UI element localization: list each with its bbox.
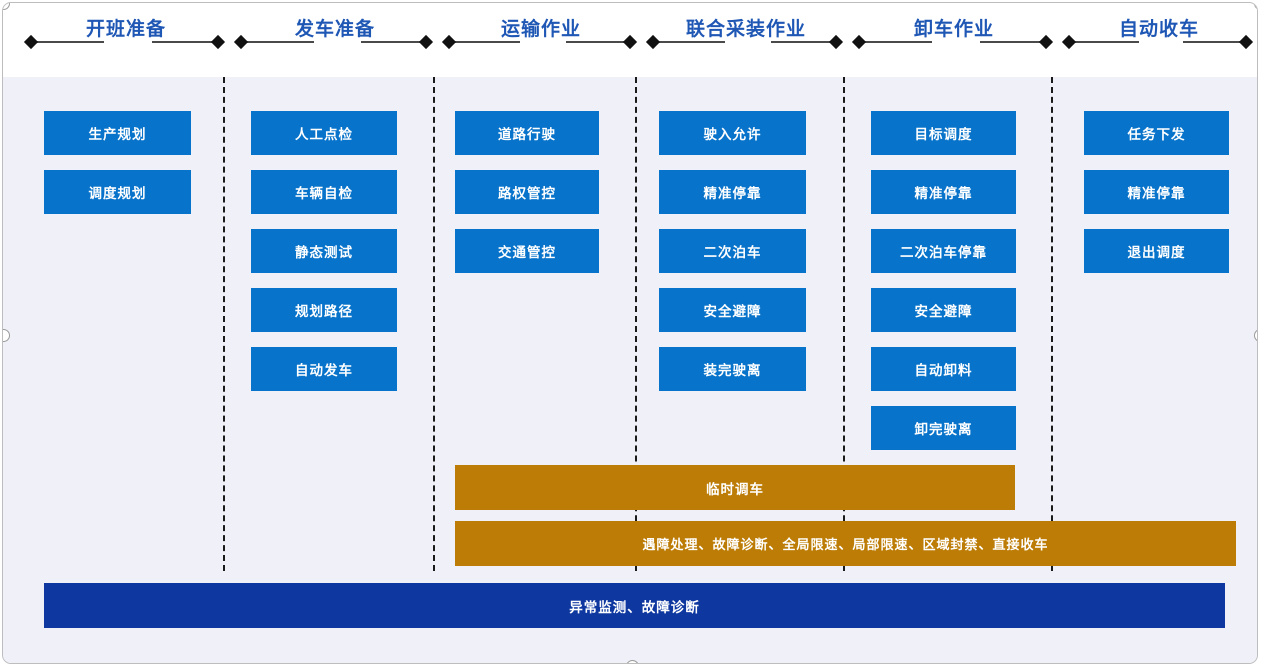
process-box[interactable]: 人工点检	[251, 111, 397, 155]
column-separator-3	[635, 77, 637, 571]
column-separator-2	[433, 77, 435, 571]
process-column-5: 目标调度精准停靠二次泊车停靠安全避障自动卸料卸完驶离	[871, 77, 1016, 571]
connector-line-right	[360, 41, 423, 43]
connector-diamond-right	[1038, 34, 1054, 50]
stage-1[interactable]: 开班准备	[21, 3, 231, 77]
connector-line-right	[565, 41, 627, 43]
process-box[interactable]: 精准停靠	[871, 170, 1016, 214]
process-box[interactable]: 卸完驶离	[871, 406, 1016, 450]
process-box[interactable]: 路权管控	[455, 170, 599, 214]
connector-line-left	[33, 41, 105, 43]
stage-connector	[849, 34, 1059, 50]
process-box[interactable]: 车辆自检	[251, 170, 397, 214]
stage-header: 开班准备 发车准备 运输作业 联合采装作业 卸车作业 自动收车	[3, 3, 1257, 77]
connector-line-left	[243, 41, 314, 43]
process-box[interactable]: 安全避障	[871, 288, 1016, 332]
connector-diamond-right	[622, 34, 638, 50]
stage-2[interactable]: 发车准备	[231, 3, 439, 77]
stage-connector	[231, 34, 439, 50]
process-box[interactable]: 二次泊车停靠	[871, 229, 1016, 273]
process-box[interactable]: 静态测试	[251, 229, 397, 273]
process-box[interactable]: 精准停靠	[1084, 170, 1229, 214]
connector-diamond-left	[441, 34, 457, 50]
process-column-2: 人工点检车辆自检静态测试规划路径自动发车	[251, 77, 397, 571]
stage-connector	[1059, 34, 1257, 50]
stage-connector	[643, 34, 849, 50]
stage-connector	[21, 34, 231, 50]
stage-title: 自动收车	[1118, 19, 1199, 40]
process-column-6: 任务下发精准停靠退出调度	[1084, 77, 1229, 571]
stage-connector	[439, 34, 643, 50]
process-box[interactable]: 二次泊车	[659, 229, 806, 273]
process-column-3: 道路行驶路权管控交通管控	[455, 77, 599, 571]
connector-line-left	[1071, 41, 1139, 43]
process-box[interactable]: 任务下发	[1084, 111, 1229, 155]
process-box[interactable]: 装完驶离	[659, 347, 806, 391]
stage-title: 发车准备	[294, 19, 375, 40]
connector-diamond-left	[645, 34, 661, 50]
diagram-board	[3, 77, 1257, 663]
connector-line-left	[861, 41, 933, 43]
process-box[interactable]: 安全避障	[659, 288, 806, 332]
stage-title: 运输作业	[500, 19, 581, 40]
column-separator-1	[223, 77, 225, 571]
process-box[interactable]: 目标调度	[871, 111, 1016, 155]
exception-handling-bar[interactable]: 遇障处理、故障诊断、全局限速、局部限速、区域封禁、直接收车	[455, 521, 1236, 566]
process-box[interactable]: 规划路径	[251, 288, 397, 332]
process-box[interactable]: 道路行驶	[455, 111, 599, 155]
connector-line-left	[655, 41, 726, 43]
process-column-4: 驶入允许精准停靠二次泊车安全避障装完驶离	[659, 77, 806, 571]
temporary-dispatch-bar[interactable]: 临时调车	[455, 465, 1015, 510]
stage-title: 联合采装作业	[685, 19, 806, 40]
process-box[interactable]: 生产规划	[44, 111, 191, 155]
connector-diamond-right	[210, 34, 226, 50]
stage-5[interactable]: 卸车作业	[849, 3, 1059, 77]
connector-line-right	[1183, 41, 1243, 43]
stage-6[interactable]: 自动收车	[1059, 3, 1257, 77]
process-box[interactable]: 退出调度	[1084, 229, 1229, 273]
column-separator-4	[843, 77, 845, 571]
process-box[interactable]: 自动卸料	[871, 347, 1016, 391]
connector-diamond-left	[23, 34, 39, 50]
stage-3[interactable]: 运输作业	[439, 3, 643, 77]
connector-diamond-right	[828, 34, 844, 50]
process-box[interactable]: 精准停靠	[659, 170, 806, 214]
process-box[interactable]: 驶入允许	[659, 111, 806, 155]
column-separator-5	[1051, 77, 1053, 571]
connector-line-right	[152, 41, 215, 43]
stage-title: 开班准备	[85, 19, 166, 40]
stage-title: 卸车作业	[913, 19, 994, 40]
process-box[interactable]: 调度规划	[44, 170, 191, 214]
process-box[interactable]: 自动发车	[251, 347, 397, 391]
connector-diamond-right	[418, 34, 434, 50]
connector-diamond-left	[233, 34, 249, 50]
connector-diamond-left	[1061, 34, 1077, 50]
stage-4[interactable]: 联合采装作业	[643, 3, 849, 77]
connector-line-left	[451, 41, 521, 43]
connector-diamond-right	[1238, 34, 1254, 50]
connector-line-right	[980, 41, 1043, 43]
process-box[interactable]: 交通管控	[455, 229, 599, 273]
monitoring-bar[interactable]: 异常监测、故障诊断	[44, 583, 1225, 628]
process-column-1: 生产规划调度规划	[44, 77, 191, 571]
connector-diamond-left	[851, 34, 867, 50]
connector-line-right	[771, 41, 833, 43]
